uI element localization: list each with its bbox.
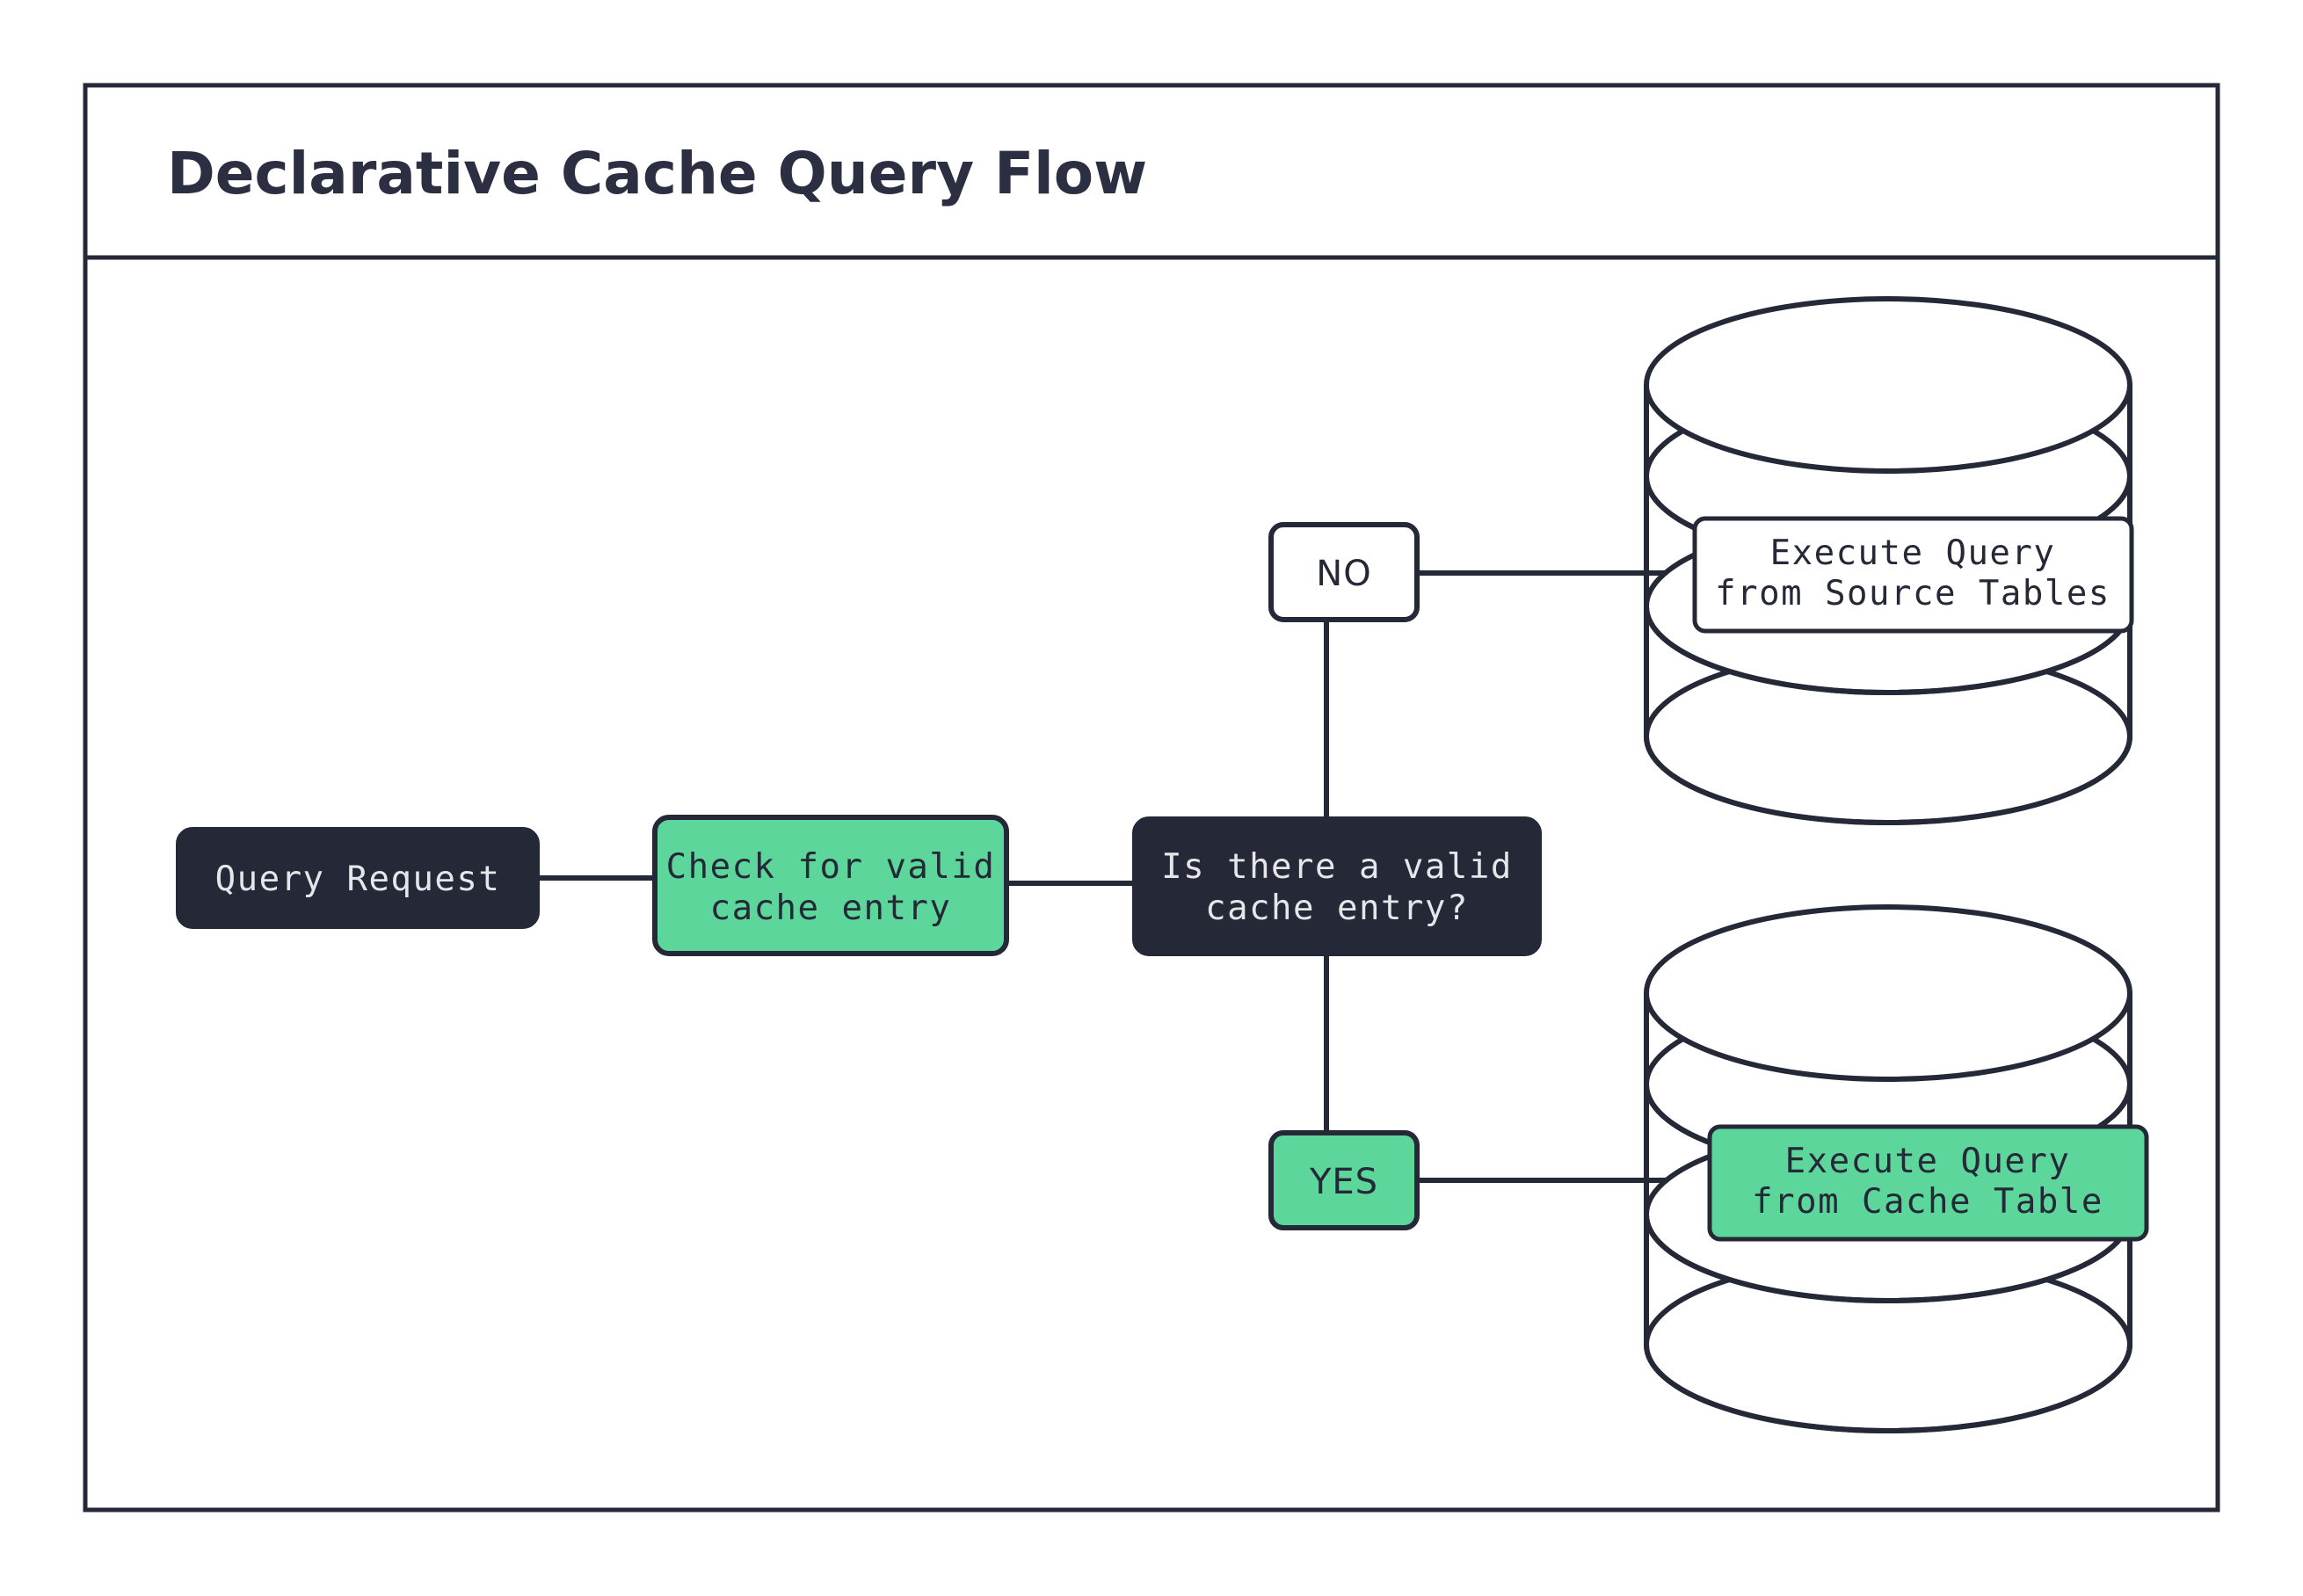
branch-no-label: NO <box>1316 554 1371 594</box>
cylinder-arc-middle-front <box>1644 606 2132 695</box>
cylinder-arc-bottom-front <box>1644 736 2132 825</box>
page-title: Declarative Cache Query Flow <box>167 140 1147 207</box>
cylinder2-arc-middle-front <box>1644 1214 2132 1303</box>
node-check-cache-line1: Check for valid <box>666 847 996 887</box>
node-decision-box[interactable] <box>1132 816 1542 956</box>
branch-yes-label: YES <box>1309 1162 1378 1202</box>
database-cylinder-source-tables[interactable]: Execute Query from Source Tables <box>1644 296 2134 825</box>
db-label-source-line1: Execute Query <box>1770 533 2056 573</box>
cylinder2-disk-top <box>1644 904 2132 1082</box>
node-decision-line2: cache entry? <box>1205 889 1469 928</box>
db-label-cache-line2: from Cache Table <box>1752 1182 2103 1222</box>
diagram-frame <box>83 83 2220 1513</box>
node-check-cache[interactable]: Check for valid cache entry <box>652 815 1009 956</box>
db-label-source-line2: from Source Tables <box>1715 574 2110 613</box>
node-decision-line1: Is there a valid <box>1161 847 1513 887</box>
branch-label-yes[interactable]: YES <box>1268 1130 1420 1230</box>
cylinder2-arc-bottom-front <box>1644 1344 2132 1433</box>
node-decision-valid-cache[interactable]: Is there a valid cache entry? <box>1132 816 1542 956</box>
node-query-request[interactable]: Query Request <box>176 827 540 929</box>
node-check-cache-box[interactable] <box>652 815 1009 956</box>
node-query-request-box[interactable] <box>176 827 540 929</box>
branch-label-no[interactable]: NO <box>1268 522 1420 622</box>
db-label-cache-line1: Execute Query <box>1785 1142 2071 1181</box>
cylinder-disk-top <box>1644 296 2132 474</box>
db-label-box-source[interactable] <box>1692 516 2134 634</box>
node-check-cache-line2: cache entry <box>710 889 952 928</box>
node-query-request-label: Query Request <box>215 860 501 899</box>
db-label-box-cache[interactable] <box>1707 1124 2149 1242</box>
branch-no-box[interactable] <box>1268 522 1420 622</box>
branch-yes-box[interactable] <box>1268 1130 1420 1230</box>
database-cylinder-cache-table[interactable]: Execute Query from Cache Table <box>1644 904 2149 1433</box>
